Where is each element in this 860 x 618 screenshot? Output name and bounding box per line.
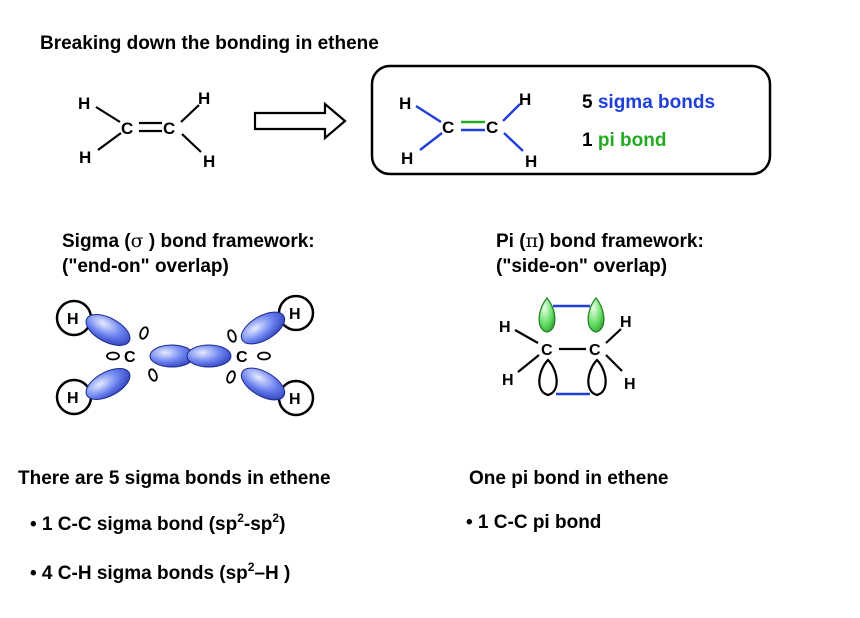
atom-h: H (399, 94, 411, 113)
atom-h: H (289, 306, 301, 323)
ethene-structure: H H C C H H (78, 89, 215, 171)
atom-h: H (502, 372, 514, 389)
atom-h: H (67, 311, 79, 328)
pi-framework-heading: Pi (π) bond framework: ("side-on" overla… (496, 230, 704, 277)
atom-c: C (442, 118, 454, 137)
atom-h: H (499, 319, 511, 336)
atom-h: H (519, 90, 531, 109)
page-title: Breaking down the bonding in ethene (40, 33, 379, 54)
atom-h: H (78, 94, 90, 113)
atom-h: H (79, 148, 91, 167)
atom-h: H (624, 376, 636, 393)
sigma-bullet-ch: • 4 C-H sigma bonds (sp2–H ) (30, 560, 291, 584)
atom-h: H (203, 152, 215, 171)
atom-c: C (124, 349, 136, 366)
pi-bullet-cc: • 1 C-C pi bond (466, 512, 602, 533)
atom-h: H (620, 314, 632, 331)
sigma-section-heading: There are 5 sigma bonds in ethene (18, 468, 331, 489)
atom-h: H (525, 152, 537, 171)
atom-c: C (541, 342, 553, 359)
pi-summary: 1 pi bond (582, 130, 666, 151)
sigma-summary: 5 sigma bonds (582, 92, 715, 113)
atom-c: C (589, 342, 601, 359)
pi-orbital-diagram: H H C C H H (499, 297, 636, 397)
pi-section-heading: One pi bond in ethene (469, 468, 669, 489)
sigma-framework-heading: Sigma (σ ) bond framework: ("end-on" ove… (62, 230, 315, 277)
sigma-bullet-cc: • 1 C-C sigma bond (sp2-sp2) (30, 511, 286, 535)
atom-h: H (289, 391, 301, 408)
right-arrow-icon (253, 101, 347, 141)
summary-box (370, 64, 772, 176)
atom-h: H (67, 390, 79, 407)
atom-c: C (163, 119, 175, 138)
atom-h: H (401, 149, 413, 168)
sigma-orbital-diagram: H H H H C C (55, 294, 315, 417)
atom-c: C (121, 119, 133, 138)
atom-c: C (236, 349, 248, 366)
atom-h: H (198, 89, 210, 108)
ethene-colored-structure: H H C C H H (399, 90, 537, 171)
atom-c: C (486, 118, 498, 137)
